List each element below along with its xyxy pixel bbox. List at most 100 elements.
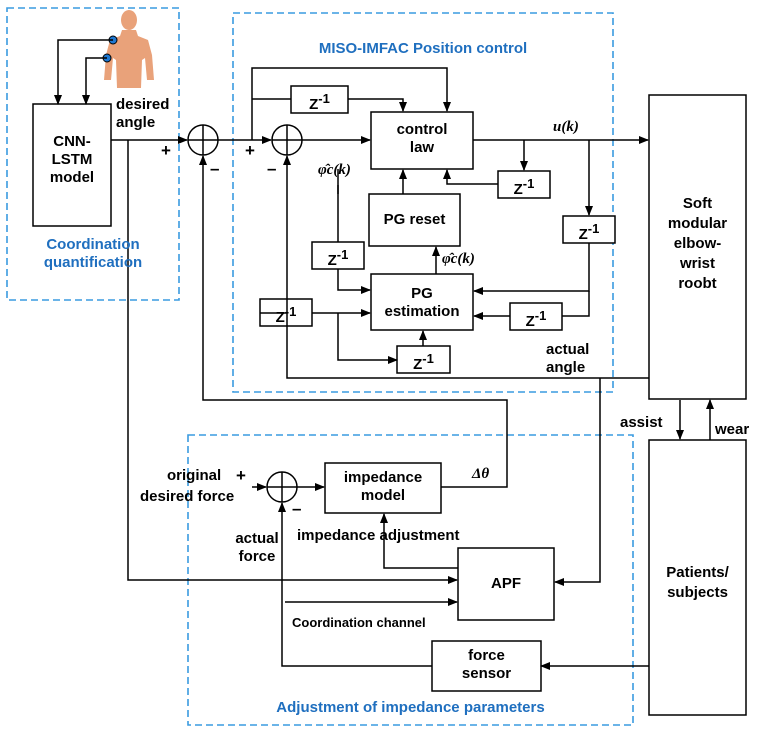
sum-junction-3 <box>266 471 298 503</box>
delay-exp: -1 <box>336 247 349 262</box>
cnn-lstm-line-1: CNN- <box>53 133 91 150</box>
sum-junction-2 <box>271 124 303 156</box>
delay-label-top: Z-1 <box>291 90 348 114</box>
coordination-channel-label: Coordination channel <box>292 615 426 630</box>
sum3-minus: – <box>292 499 302 518</box>
desired-angle-line-2: angle <box>116 114 156 131</box>
force-sensor-block <box>431 640 542 692</box>
impedance-model-line-2: model <box>360 487 406 504</box>
delay-z: Z <box>525 313 535 330</box>
patients-label: Patients/ subjects <box>649 563 746 603</box>
delay-label-u2: Z-1 <box>510 307 562 331</box>
pg-estimation-line-2: estimation <box>384 303 460 320</box>
human-figure-icon <box>102 10 154 88</box>
control-law-label: control law <box>371 121 473 157</box>
cnn-lstm-line-3: model <box>49 169 95 186</box>
impedance-model-label: impedance model <box>325 469 441 505</box>
cnn-lstm-block <box>32 103 112 227</box>
pg-reset-label: PG reset <box>383 211 446 228</box>
wear-label: wear <box>715 421 750 438</box>
actual-force-label: actual force <box>222 530 292 566</box>
actual-angle-label: actual angle <box>546 341 589 377</box>
sum1-plus: + <box>161 141 171 160</box>
delay-exp: -1 <box>587 221 600 236</box>
impedance-model-block <box>324 462 442 514</box>
robot-line-1: Soft <box>682 195 713 212</box>
force-sensor-line-2: sensor <box>461 665 512 682</box>
pg-estimation-label: PG estimation <box>371 285 473 321</box>
pg-reset-block <box>368 193 461 247</box>
coordination-panel <box>6 7 180 301</box>
coordination-title: Coordination quantification <box>9 236 177 272</box>
coordination-title-line-2: quantification <box>43 254 143 271</box>
sum1-minus: – <box>210 159 220 178</box>
delay-exp: -1 <box>534 308 547 323</box>
force-sensor-line-1: force <box>468 647 505 664</box>
cnn-lstm-label: CNN- LSTM model <box>33 133 111 187</box>
sum3-plus: + <box>236 466 246 485</box>
delay-label-angle: Z-1 <box>260 303 312 327</box>
miso-title: MISO-IMFAC Position control <box>318 40 528 57</box>
robot-line-3: elbow- <box>673 235 722 252</box>
impedance-model-line-1: impedance <box>343 469 423 486</box>
original-desired-force-line-2: desired force <box>140 488 235 505</box>
delay-block-bottom <box>396 345 451 374</box>
delay-block-top <box>290 85 349 114</box>
delay-z: Z <box>578 226 588 243</box>
phi-hat-upper-label: φ̂c(k) <box>318 162 351 178</box>
sum2-minus: – <box>267 159 277 178</box>
control-law-block <box>370 111 474 170</box>
phi-hat-lower-label: φ̂c(k) <box>442 251 475 267</box>
delay-label-u: Z-1 <box>563 220 615 244</box>
delay-z: Z <box>413 356 423 373</box>
sum-junction-1 <box>187 124 219 156</box>
delay-label-ctrl-feedback: Z-1 <box>498 175 550 199</box>
assist-label: assist <box>620 414 663 431</box>
desired-angle-label: desired angle <box>116 96 169 132</box>
delay-exp: -1 <box>284 304 297 319</box>
actual-angle-line-1: actual <box>546 341 590 358</box>
apf-label: APF <box>491 575 521 592</box>
miso-imfac-panel <box>232 12 614 393</box>
delay-label-phi: Z-1 <box>312 246 364 270</box>
robot-label: Soft modular elbow- wrist roobt <box>649 194 746 294</box>
delay-z: Z <box>275 309 285 326</box>
desired-angle-line-1: desired <box>116 96 170 113</box>
delay-z: Z <box>309 96 319 113</box>
original-desired-force-line-1: original <box>167 467 222 484</box>
impedance-title: Adjustment of impedance parameters <box>276 699 545 716</box>
original-desired-force-label-2: desired force <box>140 488 234 506</box>
delay-z: Z <box>327 252 337 269</box>
actual-force-line-1: actual <box>235 530 279 547</box>
delta-theta-label: Δθ <box>472 466 490 482</box>
robot-line-4: wrist <box>679 255 715 272</box>
delay-label-bottom: Z-1 <box>397 350 450 374</box>
robot-block <box>648 94 747 400</box>
original-desired-force-label: original <box>167 467 221 485</box>
pg-estimation-block <box>370 273 474 331</box>
patients-block <box>648 439 747 716</box>
cnn-lstm-line-2: LSTM <box>51 151 93 168</box>
delay-block-ctrl-feedback <box>497 170 551 199</box>
impedance-adjustment-label: impedance adjustment <box>297 527 460 544</box>
delay-z: Z <box>513 181 523 198</box>
robot-line-5: roobt <box>678 275 717 292</box>
actual-angle-line-2: angle <box>546 359 586 376</box>
delay-exp: -1 <box>422 351 434 366</box>
delay-block-u2 <box>509 302 563 331</box>
patients-line-2: subjects <box>667 584 728 601</box>
u-k-label: u(k) <box>553 119 579 135</box>
control-law-line-2: law <box>409 139 435 156</box>
delay-exp: -1 <box>318 91 330 106</box>
control-law-line-1: control <box>396 121 448 138</box>
pg-estimation-line-1: PG <box>411 285 433 302</box>
delay-exp: -1 <box>522 176 535 191</box>
coordination-title-line-1: Coordination <box>46 236 140 253</box>
patients-line-1: Patients/ <box>666 564 729 581</box>
actual-force-line-2: force <box>238 548 276 565</box>
robot-line-2: modular <box>667 215 728 232</box>
force-sensor-label: force sensor <box>432 647 541 683</box>
sum2-plus: + <box>245 141 255 160</box>
